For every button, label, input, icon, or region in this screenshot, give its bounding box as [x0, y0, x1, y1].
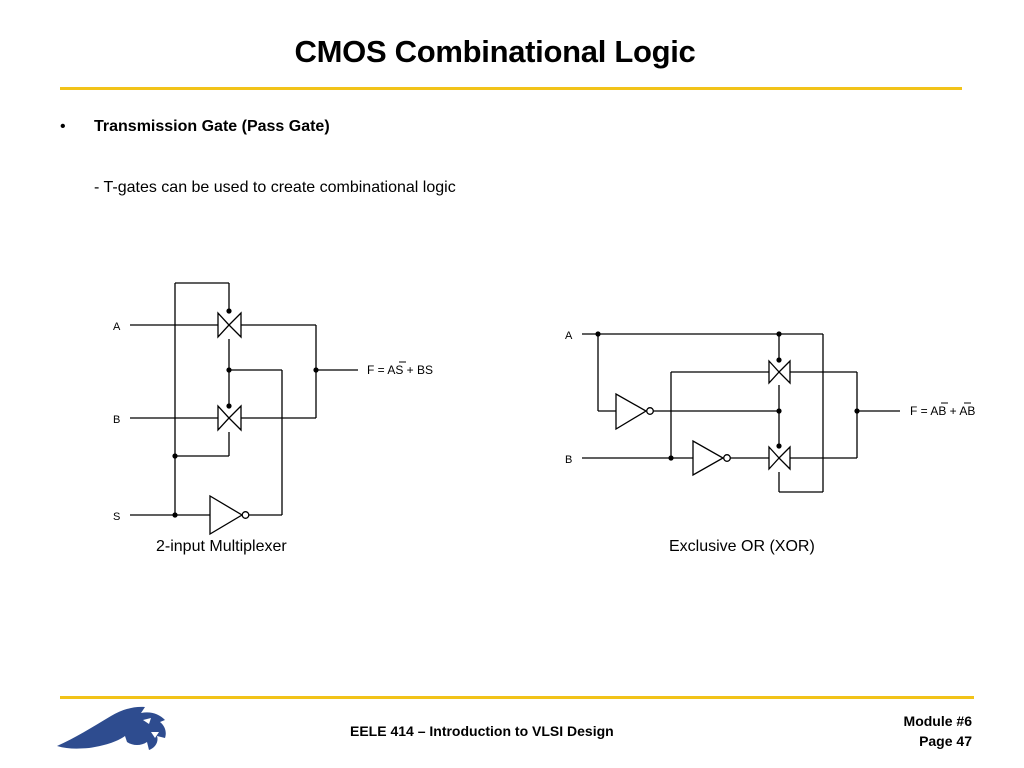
footer-page-number: Page 47: [919, 733, 972, 749]
mux-schematic: [130, 282, 358, 536]
bullet-heading: Transmission Gate (Pass Gate): [94, 118, 330, 135]
mux-input-a-label: A: [113, 321, 121, 333]
mux-output-expression: F = AS + BS: [367, 363, 433, 377]
sub-point: - T-gates can be used to create combinat…: [94, 179, 456, 196]
bullet-item: • Transmission Gate (Pass Gate): [60, 118, 330, 136]
xor-caption: Exclusive OR (XOR): [669, 538, 815, 555]
xor-schematic: [582, 333, 900, 493]
footer-divider: [60, 696, 974, 699]
mux-input-b-label: B: [113, 414, 120, 426]
footer-course-title: EELE 414 – Introduction to VLSI Design: [350, 723, 614, 739]
bullet-symbol: •: [60, 118, 66, 135]
bobcat-logo-icon: [57, 706, 166, 750]
xor-output-expression: F = AB + AB: [910, 404, 975, 418]
mux-select-label: S: [113, 511, 120, 523]
footer-page-info: Module #6 Page 47: [904, 711, 972, 751]
slide-title: CMOS Combinational Logic: [294, 34, 696, 69]
xor-input-b-label: B: [565, 454, 572, 466]
xor-input-a-label: A: [565, 330, 573, 342]
title-divider: [60, 87, 962, 90]
footer-module: Module #6: [903, 713, 972, 729]
mux-caption: 2-input Multiplexer: [156, 538, 287, 555]
